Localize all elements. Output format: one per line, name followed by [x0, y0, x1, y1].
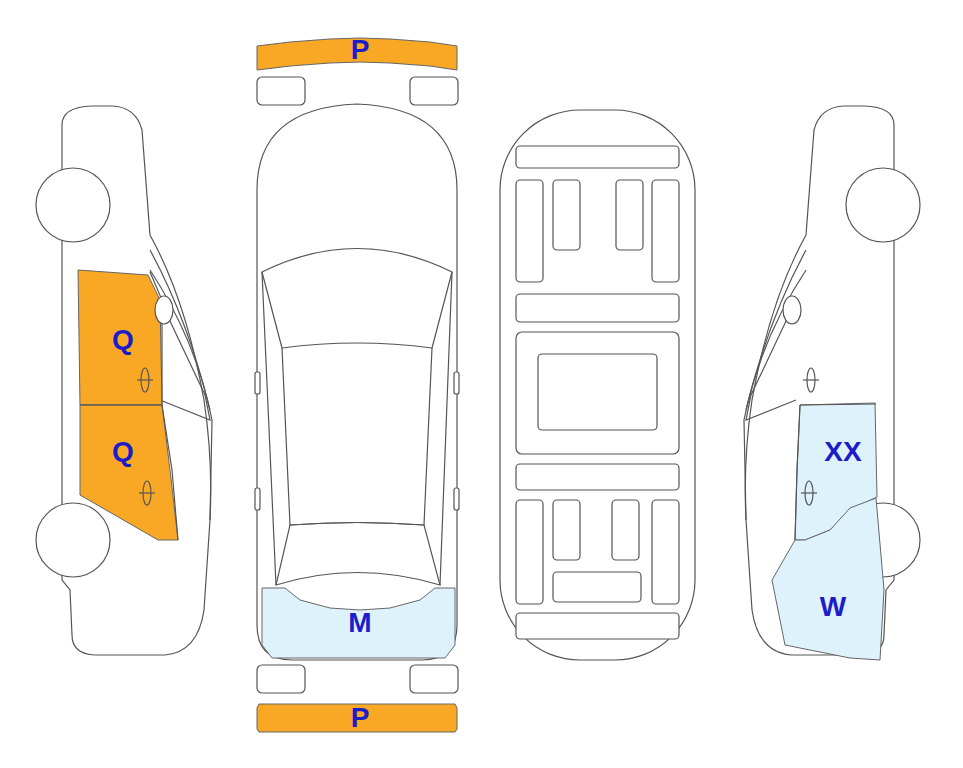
damage-area: M — [262, 588, 455, 658]
area-code: W — [820, 593, 846, 621]
area-code: P — [351, 36, 370, 64]
door-seam — [80, 272, 178, 540]
area-fill — [262, 588, 455, 658]
area-fill — [80, 405, 178, 540]
door-handle — [137, 368, 819, 505]
side-view — [36, 106, 212, 655]
door-seam — [795, 404, 876, 540]
underbody-view — [500, 110, 695, 660]
damage-area: Q — [80, 405, 178, 540]
area-fill — [257, 704, 457, 732]
area-fill — [772, 498, 884, 660]
area-code: Q — [112, 438, 134, 466]
damage-area: W — [772, 498, 884, 660]
area-code: XX — [824, 438, 861, 466]
area-shape — [80, 405, 178, 540]
tab — [410, 77, 458, 105]
area-code: P — [351, 704, 370, 732]
mirror — [783, 296, 801, 324]
area-shape — [772, 498, 884, 660]
tab — [257, 77, 305, 105]
mirror — [155, 296, 173, 324]
tab — [410, 665, 458, 693]
area-code: M — [348, 609, 371, 637]
tab — [257, 665, 305, 693]
area-code: Q — [112, 326, 134, 354]
damage-area: Q — [78, 270, 162, 405]
top-view — [255, 104, 459, 660]
damage-area: P — [257, 38, 457, 70]
area-fill — [78, 270, 162, 405]
damage-area: P — [257, 704, 457, 732]
